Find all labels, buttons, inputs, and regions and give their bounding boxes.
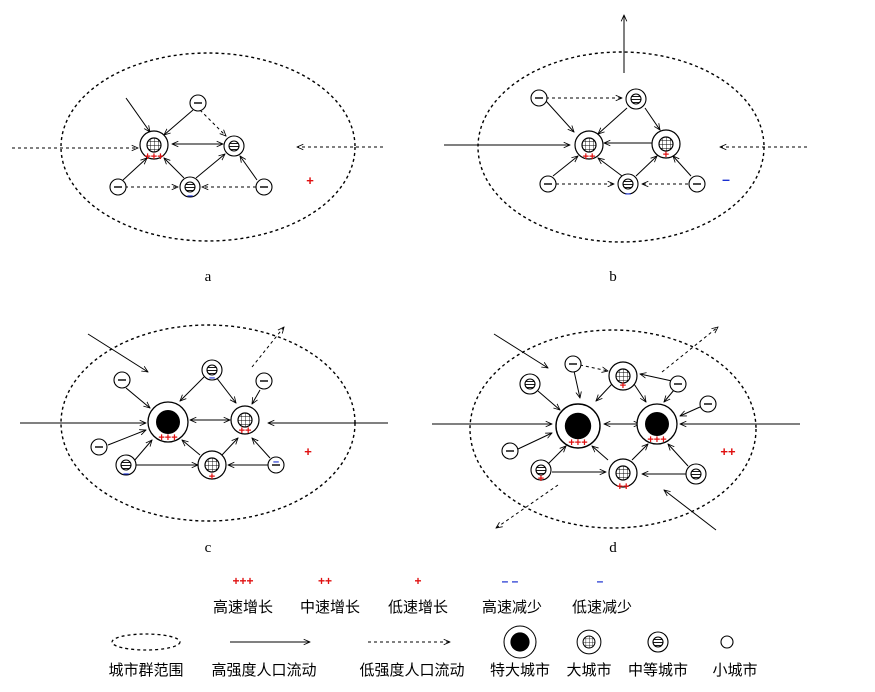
svg-text:–: – [273,456,279,468]
svg-text:+++: +++ [144,151,163,163]
growth-label: 低速增长 [388,598,448,616]
small-city [255,372,273,390]
region-growth-sign: ++ [720,444,736,459]
svg-text:++: ++ [239,425,252,437]
legend-label: 大城市 [566,661,611,679]
svg-text:++: ++ [583,151,596,163]
small-city [688,175,706,193]
small-city [90,438,108,456]
region-growth-sign: + [306,173,314,188]
svg-text:+: + [538,473,544,485]
small-city [669,375,687,393]
decline-mark: – – [502,574,519,588]
medium-city [625,88,647,110]
decline-mark: – [597,574,604,588]
svg-text:–: – [209,372,215,384]
agglomeration-boundary [469,329,757,529]
svg-text:–: – [187,190,193,202]
small-city-symbol [720,635,734,649]
medium-city [519,373,541,395]
medium-city [685,463,707,485]
legend-label: 高强度人口流动 [211,661,316,679]
panel-b: ++ + – – b [444,15,807,285]
legend-label: 中等城市 [628,661,688,679]
medium-city [223,135,245,157]
small-city [530,89,548,107]
svg-text:–: – [123,468,129,480]
panel-label: c [205,540,212,556]
growth-legend: +++ 高速增长 ++ 中速增长 + 低速增长 – – 高速减少 – 低速减少 [213,574,632,616]
small-city [109,178,127,196]
symbol-legend: 城市群范围 高强度人口流动 低强度人口流动 特大城市 大城市 中等城市 小城市 [108,625,758,679]
svg-text:+++: +++ [647,434,666,446]
region-growth-sign: + [304,444,312,459]
svg-text:+++: +++ [568,437,587,449]
decline-label: 低速减少 [572,598,632,616]
small-city [501,442,519,460]
svg-text:–: – [625,188,631,200]
boundary-symbol [111,633,181,651]
panel-label: a [205,269,212,285]
panel-label: d [609,540,617,556]
svg-text:++: ++ [617,481,630,493]
panel-label: b [609,269,617,285]
legend-label: 低强度人口流动 [359,661,464,679]
growth-mark: +++ [232,574,253,588]
growth-label: 高速增长 [213,598,273,616]
growth-mark: + [414,574,421,588]
legend-label: 城市群范围 [108,661,183,679]
small-city [113,371,131,389]
legend-label: 特大城市 [490,661,550,679]
small-city [255,178,273,196]
large-city-symbol [576,629,602,655]
legend-label: 小城市 [712,661,757,679]
agglomeration-boundary [60,52,356,242]
panel-d: +++ +++ + + ++ ++ d [432,327,800,556]
panel-c: +++ ++ – – + – + c [20,324,388,556]
decline-label: 高速减少 [482,598,542,616]
growth-mark: ++ [318,574,332,588]
region-decline-sign: – [722,171,730,187]
small-city [564,355,582,373]
small-city [189,94,207,112]
svg-text:+: + [620,380,626,392]
small-city [539,175,557,193]
small-city [699,395,717,413]
svg-text:+++: +++ [158,432,177,444]
panel-a: +++ – + a [12,52,383,285]
megacity-symbol [503,625,537,659]
growth-label: 中速增长 [300,598,360,616]
medium-city-symbol [647,631,669,653]
svg-text:+: + [209,471,215,483]
svg-text:+: + [663,149,669,161]
